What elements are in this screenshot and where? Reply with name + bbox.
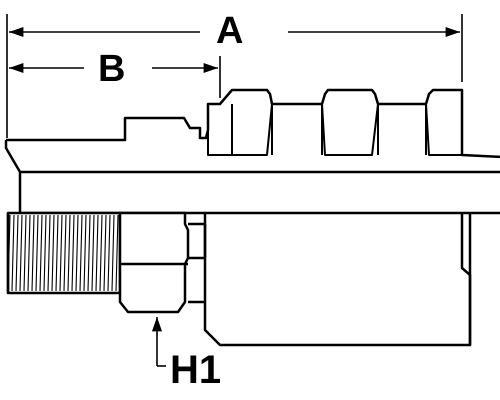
thread-hatch-line: [39, 214, 43, 292]
thread-hatch-line: [71, 214, 75, 292]
thread-hatch-line: [111, 214, 115, 292]
fitting-body-outline: [4, 88, 500, 213]
thread-hatch-line: [59, 214, 63, 292]
extension-lines: [6, 14, 463, 138]
thread-hatch-line: [51, 214, 55, 292]
hex-nut: [118, 211, 472, 347]
socket-crimp-grooves: [207, 103, 462, 156]
thread-hatch-line: [11, 214, 15, 292]
thread-hatch-line: [83, 214, 87, 292]
thread-hatch-line: [91, 214, 95, 292]
thread-hatch-line: [43, 214, 47, 292]
thread-hatch-line: [35, 214, 39, 292]
dimension-b-label: B: [98, 48, 126, 90]
thread-hatch-line: [19, 214, 23, 292]
dimension-h1-leader: [151, 317, 166, 367]
thread-hatch-line: [107, 214, 111, 292]
thread-hatch-line: [95, 214, 99, 292]
socket-lower-body: [460, 213, 472, 345]
thread-hatch-line: [103, 214, 107, 292]
thread-hatch-line: [31, 214, 35, 292]
thread-hatch-line: [99, 214, 103, 292]
thread-hatch-line: [67, 214, 71, 292]
thread-hatch-line: [63, 214, 67, 292]
dimension-a-label: A: [216, 10, 244, 52]
thread-hatch-line: [87, 214, 91, 292]
male-thread: [6, 211, 122, 295]
thread-hatch-line: [23, 214, 27, 292]
thread-hatch-line: [115, 214, 119, 292]
thread-hatch-line: [55, 214, 59, 292]
thread-hatch-line: [27, 214, 31, 292]
thread-hatch-line: [15, 214, 19, 292]
thread-hatch-line: [79, 214, 83, 292]
thread-hatch-line: [75, 214, 79, 292]
thread-hatch-line: [47, 214, 51, 292]
dimension-h1-label: H1: [170, 348, 222, 392]
